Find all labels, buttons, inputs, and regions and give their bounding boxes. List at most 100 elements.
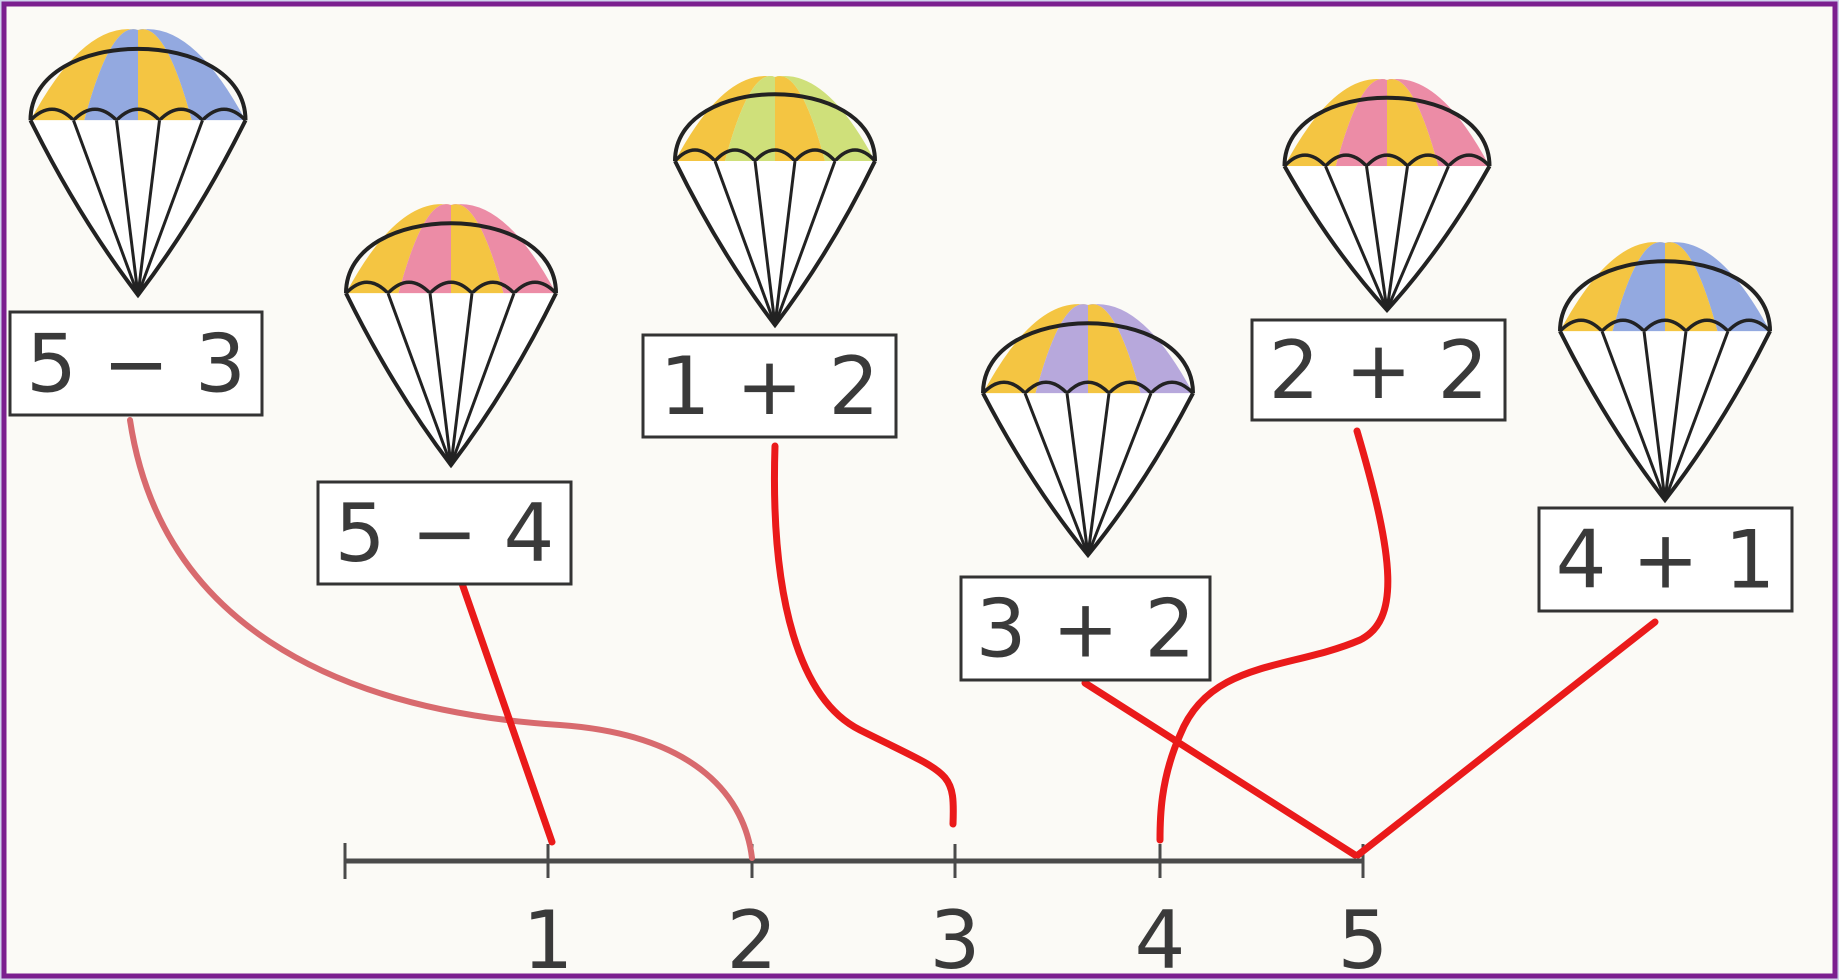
parachute: 2 + 2 <box>1250 79 1507 422</box>
parachute-canopy <box>675 76 875 161</box>
cord <box>449 293 474 466</box>
rim-scallop <box>1107 380 1153 395</box>
cord <box>773 160 837 326</box>
rim-scallop <box>981 380 1027 395</box>
cord <box>713 160 777 326</box>
cord <box>1365 165 1389 311</box>
rim-scallop <box>386 280 432 295</box>
expression-label: 3 + 2 <box>976 583 1196 676</box>
cord <box>1663 331 1688 501</box>
canopy-panel <box>346 204 451 294</box>
canopy-panel <box>1088 304 1193 394</box>
rim-scallop <box>1558 318 1604 333</box>
canopy-panel <box>1387 79 1490 167</box>
cord <box>136 119 204 296</box>
cord <box>428 293 453 466</box>
canopy-panel <box>398 204 451 294</box>
cord <box>1023 392 1090 556</box>
canopy-panel <box>84 29 138 121</box>
canopy-panel <box>1088 304 1141 394</box>
canopy-outline <box>28 46 248 121</box>
cord <box>753 160 777 326</box>
parachute: 5 − 3 <box>8 29 264 417</box>
rim-scallop <box>1447 153 1491 168</box>
cord <box>1663 330 1730 501</box>
canopy-rim <box>1283 153 1491 168</box>
cord <box>72 119 140 296</box>
canopy-outline <box>1558 259 1772 332</box>
rim-scallop <box>1600 318 1646 333</box>
expression-box <box>641 333 898 439</box>
parachute-cords <box>386 292 516 466</box>
connector-4-1 <box>1354 618 1659 859</box>
cord <box>1065 393 1090 556</box>
number-line-label: 5 <box>1338 894 1389 980</box>
canopy-outline <box>981 321 1195 394</box>
connector-2-2 <box>1156 427 1392 844</box>
canopy-panel <box>1665 242 1718 332</box>
parachute: 1 + 2 <box>641 76 898 439</box>
canopy-panel <box>1035 304 1088 394</box>
parachute-cords <box>72 119 204 296</box>
parachute-canopy <box>346 204 556 294</box>
canopy-outline <box>1282 95 1492 167</box>
parachute-cords <box>1023 392 1153 556</box>
canopy-rim <box>29 107 247 122</box>
cord <box>1385 165 1450 311</box>
canopy-panel <box>451 204 556 294</box>
rim-scallop <box>673 148 717 163</box>
canopy-outline <box>344 221 558 294</box>
cord <box>1642 331 1667 501</box>
parachute-canopy <box>983 304 1193 394</box>
expression-box <box>959 575 1212 682</box>
cord <box>1324 165 1389 311</box>
parachute-cords <box>713 160 837 326</box>
expression-box <box>1250 318 1507 422</box>
rim-scallop <box>1642 318 1688 333</box>
parachute-canopy <box>30 29 246 121</box>
number-line-label: 4 <box>1135 894 1186 980</box>
canopy-rim <box>981 380 1195 395</box>
rim-scallop <box>753 148 797 163</box>
expression-label: 2 + 2 <box>1269 324 1489 417</box>
rim-scallop <box>833 148 877 163</box>
parachute: 4 + 1 <box>1537 242 1794 613</box>
parachute-cords <box>1324 165 1450 311</box>
rim-scallop <box>470 280 516 295</box>
canopy-panel <box>1284 79 1387 167</box>
rim-scallop <box>1283 153 1327 168</box>
connector-3-2 <box>1081 679 1359 859</box>
parachutes: 5 − 35 − 4 1 + 2 3 + 2 2 + 2 4 + 1 <box>8 29 1794 682</box>
rim-scallop <box>72 107 118 122</box>
canopy-panel <box>451 204 504 294</box>
expression-box <box>1537 506 1794 613</box>
connector-5-4 <box>454 568 556 846</box>
number-line-label: 3 <box>930 894 981 980</box>
canopy-panel <box>1387 79 1439 167</box>
canopy-panel <box>138 29 246 121</box>
canopy-panel <box>138 29 192 121</box>
rim-scallop <box>428 280 474 295</box>
canopy-rim <box>1558 318 1772 333</box>
connector-5-3 <box>127 417 755 861</box>
answer-connectors <box>127 417 1659 861</box>
cord <box>136 120 161 296</box>
canopy-rim <box>344 280 558 295</box>
rim-scallop <box>29 107 75 122</box>
canopy-outline <box>673 92 877 162</box>
cord <box>1600 330 1667 501</box>
rim-scallop <box>115 107 161 122</box>
canopy-panel <box>1612 242 1665 332</box>
connector-1-2 <box>771 442 957 828</box>
canopy-panel <box>1560 242 1665 332</box>
rim-scallop <box>1324 153 1368 168</box>
rim-scallop <box>512 280 558 295</box>
number-line-label: 2 <box>727 894 778 980</box>
parachute: 5 − 4 <box>316 204 573 586</box>
expression-box <box>8 310 264 417</box>
canopy-rim <box>673 148 877 163</box>
